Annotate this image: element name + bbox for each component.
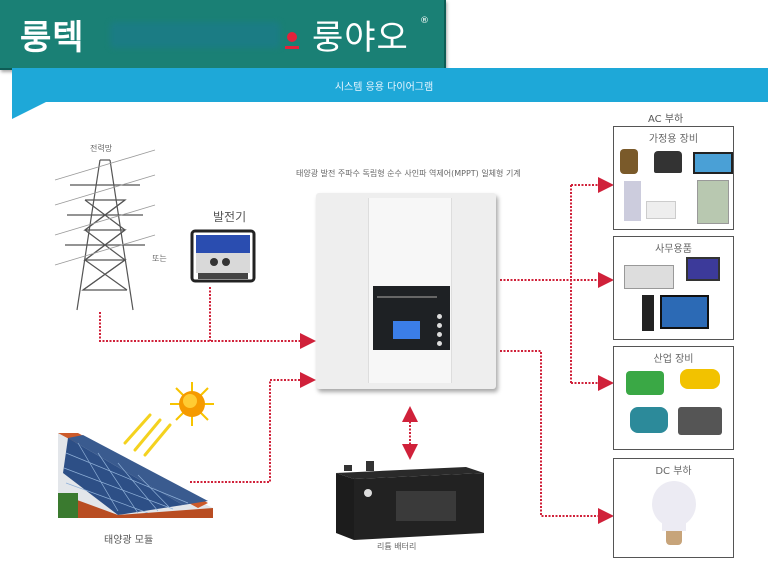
pressure-cooker-icon — [620, 149, 638, 174]
load-group-dc: DC 부하 — [613, 458, 734, 558]
led-bulb-base — [666, 531, 682, 545]
brand-dash-icon — [285, 46, 299, 49]
brand-dot-icon — [287, 32, 297, 42]
printer-icon — [624, 265, 674, 289]
solar-module-label: 태양광 모듈 — [104, 535, 154, 546]
load-group-title: 사무용품 — [655, 244, 692, 255]
tv-icon — [693, 152, 733, 174]
brand-name-left: 룽텍 — [20, 18, 85, 58]
solar-panel-icon — [58, 433, 213, 518]
inverter-led-strip — [377, 296, 437, 298]
load-group-title: 산업 장비 — [653, 354, 694, 365]
brand-watermark — [110, 22, 280, 48]
load-group-industrial: 산업 장비 — [613, 346, 734, 450]
registered-mark: ® — [420, 16, 429, 26]
grid-label: 전력망 — [90, 144, 113, 153]
load-group-title: DC 부하 — [655, 466, 692, 477]
electric-motor-icon — [630, 407, 668, 433]
drill-icon — [626, 371, 664, 395]
load-group-title: 가정용 장비 — [648, 134, 699, 145]
inverter-to-dc-line — [500, 350, 614, 524]
sun-rays-icon — [123, 413, 172, 457]
inverter-button-3[interactable] — [437, 332, 442, 337]
banner-title: 시스템 응용 다이어그램 — [334, 82, 434, 93]
desktop-monitor-icon — [660, 295, 709, 329]
air-compressor-icon — [678, 407, 722, 435]
inverter-button-2[interactable] — [437, 323, 442, 328]
banner-ribbon-tail — [12, 100, 50, 119]
sun-icon — [170, 382, 214, 426]
generator-label: 발전기 — [213, 210, 247, 224]
generator-icon — [190, 229, 256, 283]
air-conditioner-icon — [646, 201, 676, 219]
inverter-body — [316, 193, 496, 389]
or-label: 또는 — [152, 254, 167, 263]
inverter-button-4[interactable] — [437, 341, 442, 346]
load-group-office: 사무용품 — [613, 236, 734, 340]
desktop-tower-icon — [642, 295, 654, 331]
inverter-control-panel — [373, 286, 450, 350]
brand-name-right: 룽야오 — [312, 18, 409, 58]
laptop-icon — [686, 257, 720, 281]
inverter-lcd-screen — [393, 321, 420, 339]
induction-cooker-icon — [654, 151, 682, 173]
load-group-home: 가정용 장비 — [613, 126, 734, 230]
solar-to-inverter-line — [190, 372, 316, 483]
battery-label: 리튬 배터리 — [377, 542, 417, 551]
banner-ribbon — [12, 68, 768, 102]
led-bulb-neck — [662, 517, 686, 531]
double-door-fridge-icon — [697, 180, 729, 224]
angle-grinder-icon — [680, 369, 720, 389]
inverter-caption: 태양광 발전 주파수 독립형 순수 사인파 역제어(MPPT) 일체형 기계 — [296, 169, 521, 178]
inverter-button-1[interactable] — [437, 314, 442, 319]
battery-icon — [336, 461, 484, 540]
grid-to-inverter-line — [99, 312, 316, 349]
transmission-tower-icon — [54, 149, 156, 311]
fridge-icon — [624, 181, 641, 221]
ac-load-heading: AC 부하 — [648, 114, 684, 125]
brand-header — [0, 0, 446, 70]
